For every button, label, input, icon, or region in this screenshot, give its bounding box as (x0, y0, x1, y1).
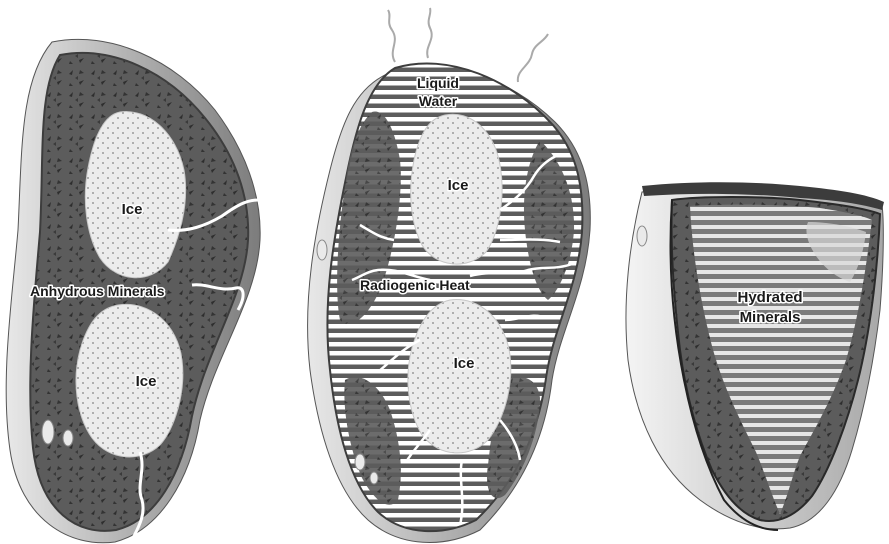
panel-2-pit (370, 472, 378, 484)
panel-3-pit (637, 226, 647, 246)
panel-2-water-label-line2: Water (419, 93, 458, 109)
panel-2-ice-bottom (408, 300, 511, 453)
panel-2-vapor-wisp (518, 34, 548, 82)
panel-1-anhydrous-body: Ice Ice Anhydrous Minerals (6, 39, 260, 542)
panel-2-vapor-wisp (388, 10, 395, 62)
panel-3-hydrated-label-line2: Minerals (740, 309, 801, 326)
panel-1-pit (42, 420, 54, 444)
panel-1-ice-bottom (76, 304, 183, 457)
panel-2-heat-label: Radiogenic Heat (360, 277, 470, 293)
panel-3-hydrated-label-line1: Hydrated (737, 289, 802, 306)
panel-2-vapor-wisp (427, 8, 432, 58)
panel-1-pit (63, 430, 73, 446)
panel-2-pit (355, 454, 365, 470)
panel-2-pit (317, 240, 327, 260)
panel-2-ice-bottom-label: Ice (454, 355, 475, 372)
panel-1-ice-top-label: Ice (122, 201, 143, 218)
panel-2-ice-top-label: Ice (448, 177, 469, 194)
panel-2-water-label-line1: Liquid (417, 75, 459, 91)
panel-2-heating-body: Liquid Water Ice Radiogenic Heat Ice (308, 8, 591, 542)
panel-3-hydrated-body: Hydrated Minerals (626, 182, 884, 530)
panel-1-minerals-label: Anhydrous Minerals (30, 283, 165, 299)
panel-1-ice-bottom-label: Ice (136, 373, 157, 390)
